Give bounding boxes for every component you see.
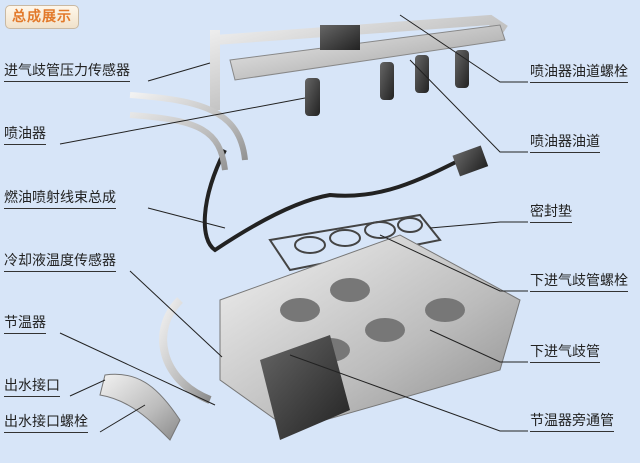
label-water-outlet: 出水接口 bbox=[4, 378, 60, 397]
label-lower-manifold-bolt: 下进气歧管螺栓 bbox=[530, 273, 628, 292]
label-manifold-pressure-sensor: 进气歧管压力传感器 bbox=[4, 63, 130, 82]
wiring-harness bbox=[202, 149, 461, 253]
label-fuel-rail-bolt: 喷油器油道螺栓 bbox=[530, 64, 628, 83]
lower-intake-manifold bbox=[159, 234, 521, 440]
leader-lines bbox=[59, 14, 528, 433]
label-lower-intake-manifold: 下进气歧管 bbox=[530, 344, 600, 363]
water-outlet bbox=[99, 373, 181, 441]
label-gasket: 密封垫 bbox=[530, 204, 572, 223]
label-fuel-injector: 喷油器 bbox=[4, 126, 46, 145]
label-thermostat: 节温器 bbox=[4, 315, 46, 334]
fuel-rail bbox=[210, 14, 508, 116]
label-fuel-injection-harness: 燃油喷射线束总成 bbox=[4, 190, 116, 209]
label-water-outlet-bolt: 出水接口螺栓 bbox=[4, 414, 88, 433]
gasket bbox=[268, 213, 442, 272]
label-fuel-rail: 喷油器油道 bbox=[530, 134, 600, 153]
section-title-badge: 总成展示 bbox=[5, 5, 79, 29]
label-coolant-temp-sensor: 冷却液温度传感器 bbox=[4, 253, 116, 272]
label-thermostat-bypass-pipe: 节温器旁通管 bbox=[530, 413, 614, 432]
